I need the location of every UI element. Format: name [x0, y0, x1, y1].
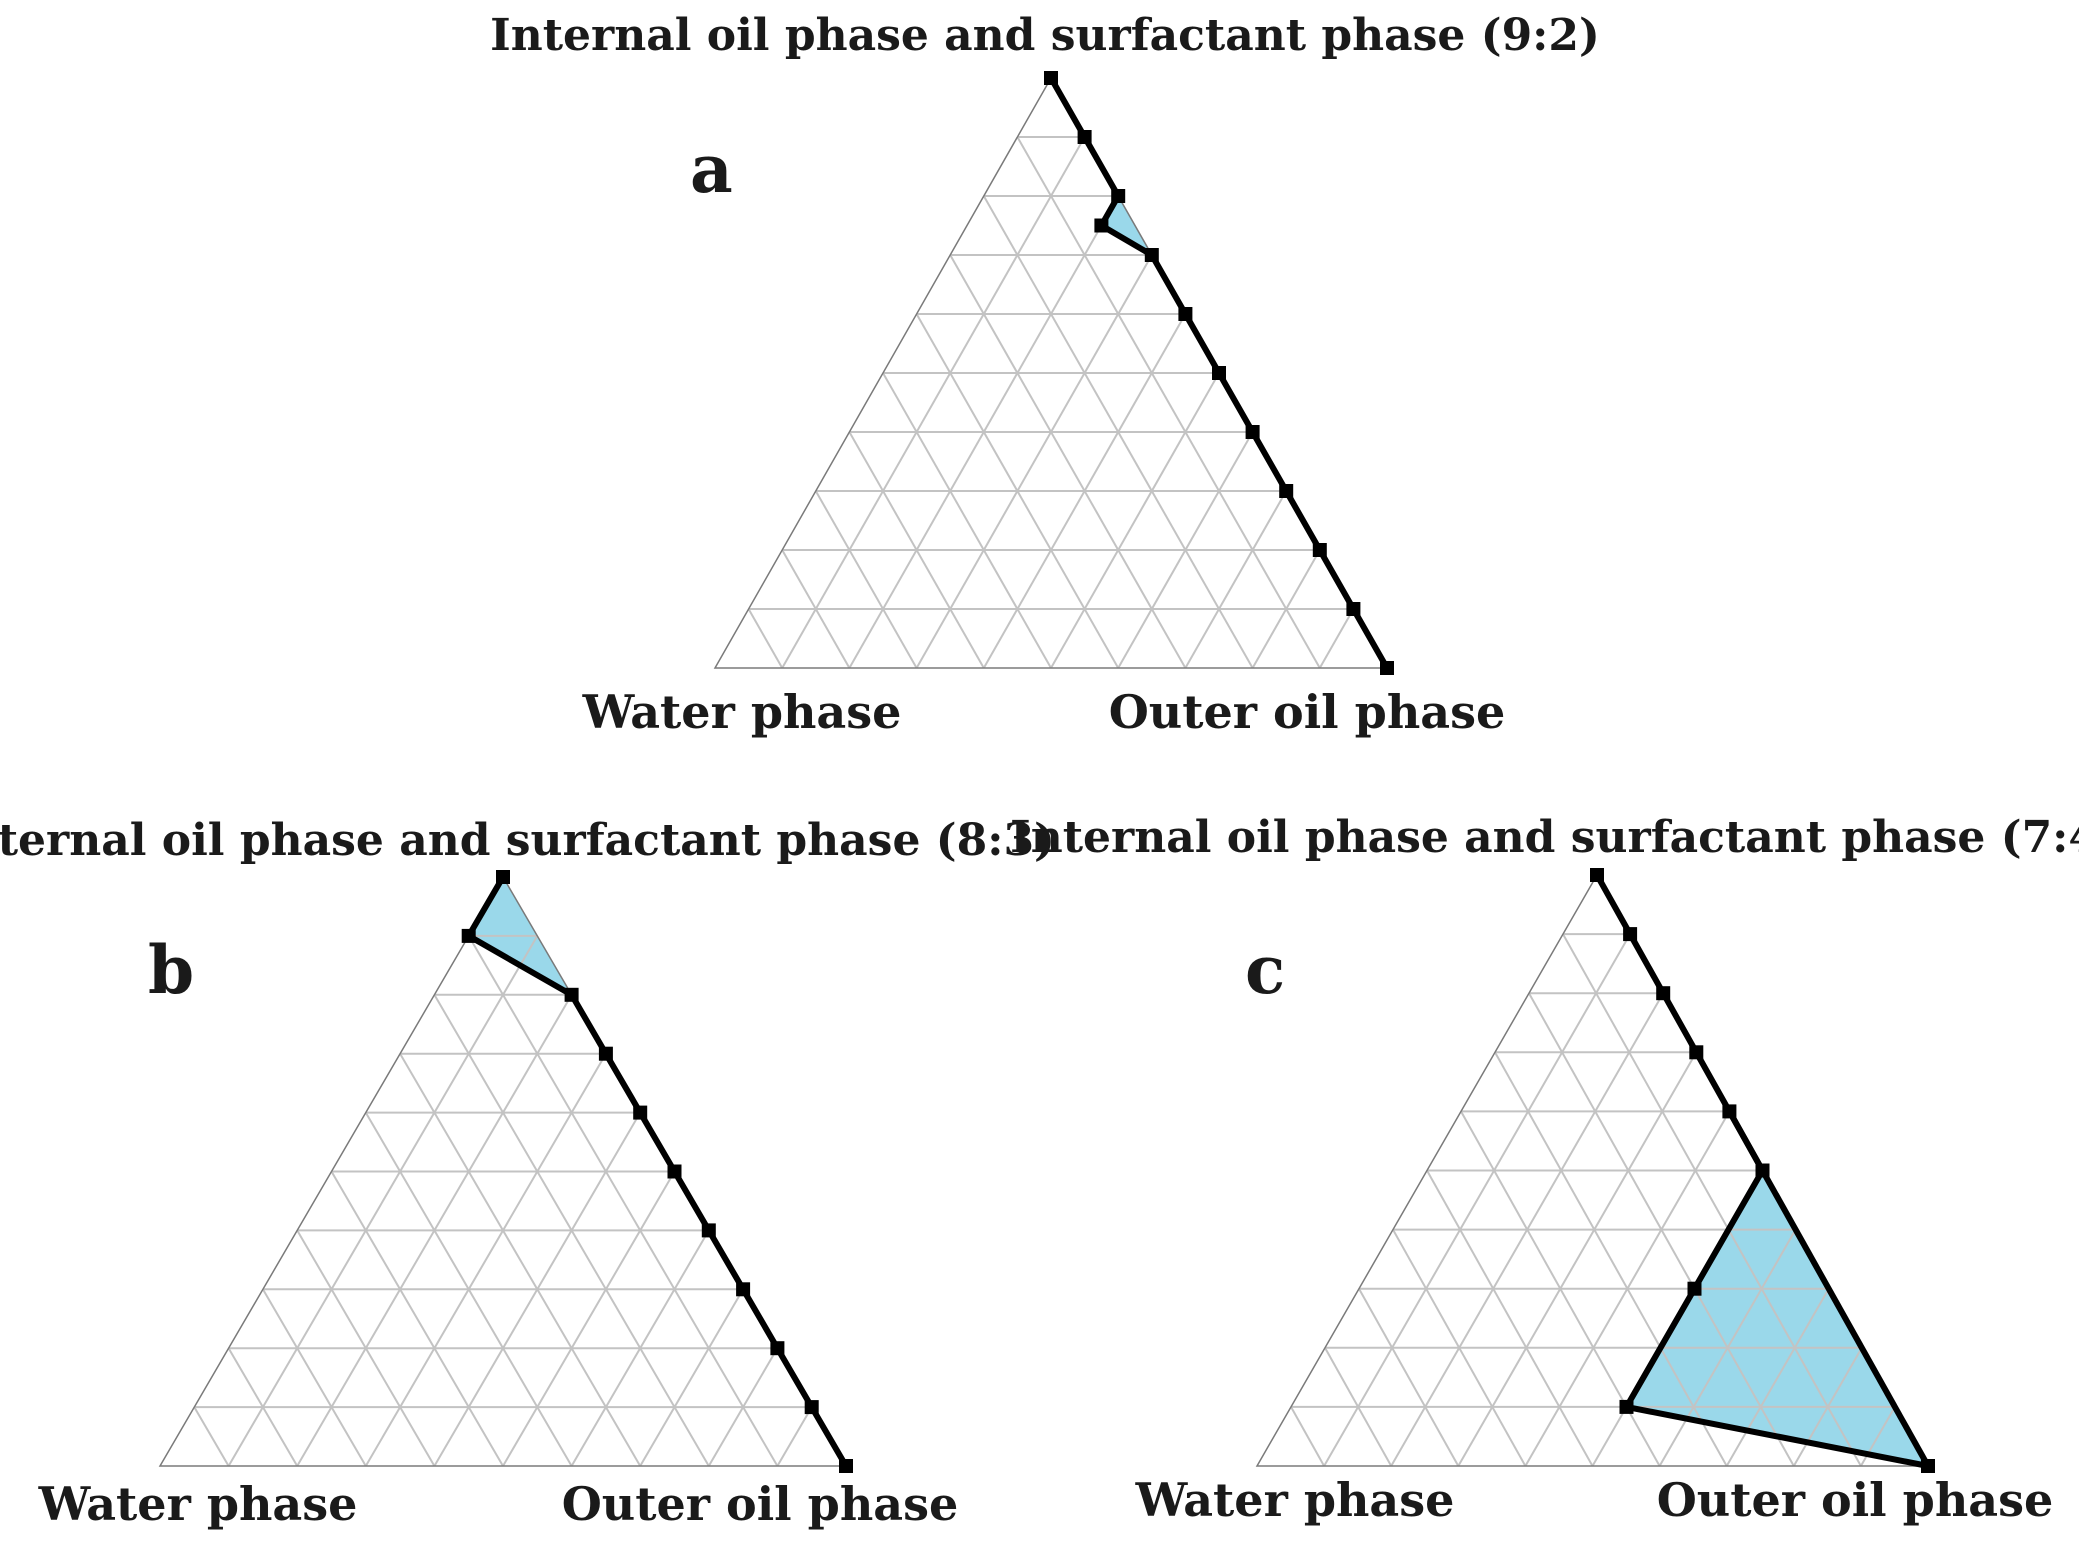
grid-line: [747, 608, 784, 668]
boundary-point: [633, 1105, 648, 1120]
boundary-point: [804, 1400, 819, 1415]
grid-line: [915, 254, 1153, 668]
panel-b-letter: b: [148, 931, 194, 1009]
boundary-point: [1245, 425, 1260, 439]
boundary-point: [564, 987, 579, 1002]
grid-line: [781, 136, 1086, 668]
grid-line: [1324, 1347, 1393, 1466]
grid-line: [814, 490, 918, 668]
grid-line: [1457, 1051, 1698, 1466]
grid-line: [467, 935, 779, 1466]
grid-line: [262, 1288, 367, 1466]
grid-line: [1251, 549, 1321, 668]
boundary-point: [1094, 218, 1109, 233]
panel-c-title: Internal oil phase and surfactant phase …: [1010, 812, 2079, 863]
panel-c-corner-outer-oil: Outer oil phase: [1657, 1473, 2054, 1527]
boundary-point: [1590, 868, 1604, 882]
grid-line: [227, 935, 539, 1466]
grid-line: [1658, 1229, 1797, 1466]
boundary-point: [1111, 189, 1126, 203]
grid: [193, 934, 813, 1466]
boundary-point: [1279, 484, 1294, 498]
boundary-point: [770, 1341, 785, 1356]
panel-a-corner-water: Water phase: [582, 685, 902, 739]
grid-line: [639, 1288, 744, 1466]
panel-b-corner-water: Water phase: [38, 1477, 358, 1531]
grid-line: [781, 549, 851, 668]
grid-line: [776, 1406, 813, 1466]
panel-a-corner-outer-oil: Outer oil phase: [1109, 685, 1506, 739]
panel-c: Internal oil phase and surfactant phase …: [1010, 812, 2079, 1527]
boundary-point: [1921, 1459, 1935, 1473]
panel-a: Internal oil phase and surfactant phase …: [490, 10, 1600, 739]
boundary-point: [1755, 1163, 1770, 1178]
panel-c-letter: c: [1245, 931, 1285, 1009]
panel-c-plot: [1255, 868, 1935, 1473]
grid-line: [707, 1347, 779, 1466]
boundary-point: [1656, 986, 1671, 1001]
boundary-point: [1212, 366, 1226, 380]
grid-line: [1792, 1347, 1863, 1466]
grid-line: [227, 1347, 299, 1466]
panel-a-plot: [713, 71, 1394, 675]
boundary-point: [839, 1459, 853, 1473]
grid-line: [882, 372, 1052, 668]
grid-line: [570, 1229, 710, 1466]
grid-line: [1184, 490, 1288, 668]
boundary-point: [1619, 1399, 1634, 1414]
grid-line: [502, 1170, 676, 1466]
grid-line: [399, 1053, 642, 1466]
grid-line: [1050, 372, 1220, 668]
boundary-point: [1689, 1045, 1704, 1060]
boundary-point: [1312, 543, 1327, 557]
grid-line: [1358, 1288, 1460, 1466]
grid-line: [296, 1229, 436, 1466]
panel-b-plot: [158, 870, 853, 1473]
grid-line: [193, 1406, 230, 1466]
grid-line: [1290, 1406, 1325, 1466]
panel-b-corner-outer-oil: Outer oil phase: [562, 1477, 959, 1531]
panel-b-title: Internal oil phase and surfactant phase …: [0, 815, 1055, 866]
boundary-point: [598, 1046, 613, 1061]
boundary-point: [461, 928, 476, 943]
panel-a-letter: a: [690, 130, 733, 208]
boundary-point: [736, 1282, 751, 1297]
boundary-point: [1687, 1281, 1702, 1296]
grid-line: [1426, 1170, 1594, 1466]
panel-c-corner-water: Water phase: [1135, 1473, 1455, 1527]
grid-line: [848, 431, 985, 668]
boundary-point: [1346, 602, 1361, 616]
boundary-point: [1623, 927, 1638, 942]
grid-line: [1323, 933, 1631, 1466]
boundary-point: [1044, 71, 1058, 85]
boundary-point: [701, 1223, 716, 1238]
boundary-point: [667, 1164, 682, 1179]
boundary-point: [1722, 1104, 1737, 1119]
panel-a-title: Internal oil phase and surfactant phase …: [490, 10, 1600, 61]
phase-boundary-line: [1048, 76, 1390, 670]
boundary-point: [1380, 661, 1394, 675]
grid-line: [1494, 1051, 1728, 1466]
boundary-point: [1077, 130, 1092, 144]
boundary-point: [496, 870, 510, 884]
boundary-point: [1144, 248, 1159, 262]
grid-line: [1392, 1229, 1527, 1466]
grid-line: [330, 1170, 504, 1466]
grid-line: [364, 1053, 607, 1466]
boundary-point: [1178, 307, 1193, 321]
grid-line: [1562, 933, 1862, 1466]
grid: [747, 136, 1355, 668]
grid-line: [1016, 136, 1321, 668]
panel-b: Internal oil phase and surfactant phase …: [0, 815, 1055, 1531]
grid-line: [949, 254, 1187, 668]
grid-line: [1725, 1288, 1830, 1466]
grid-line: [1318, 608, 1355, 668]
grid-line: [1117, 431, 1254, 668]
